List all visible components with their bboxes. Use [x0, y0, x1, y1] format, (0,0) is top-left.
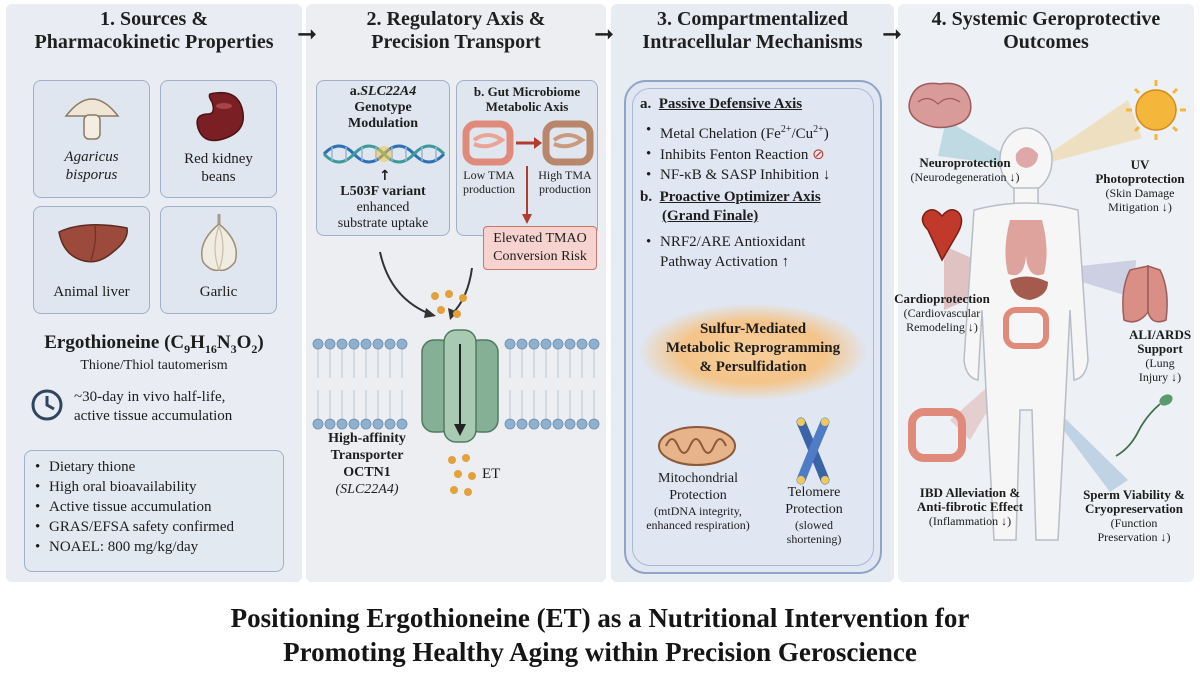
panel-3-title: 3. Compartmentalized Intracellular Mecha… [642, 8, 863, 53]
prohibited-icon: ⊘ [812, 145, 825, 163]
figure-title-line1: Positioning Ergothioneine (ET) as a Nutr… [230, 603, 970, 633]
outcome-neuroprotection: Neuroprotection (Neurodegeneration ↓) [910, 155, 1020, 185]
property-item: NOAEL: 800 mg/kg/day [35, 537, 273, 557]
sulfur-text: Sulfur-Mediated Metabolic Reprogramming … [665, 321, 841, 375]
clock-icon [31, 389, 63, 421]
outcome-cardioprotection: Cardioprotection (Cardiovascular Remodel… [894, 291, 990, 335]
octn1-transporter-icon [421, 329, 499, 443]
figure-title-line2: Promoting Healthy Aging within Precision… [283, 637, 917, 667]
source-label-liver: Animal liver [53, 284, 130, 300]
flow-arrow-icon: ➞ [594, 20, 615, 48]
garlic-icon [201, 214, 237, 272]
sulfur-glow [640, 304, 866, 400]
source-label-garlic: Garlic [199, 284, 238, 300]
fenton-item: Inhibits Fenton Reaction ⊘ [646, 144, 876, 165]
axis-a-list: Metal Chelation (Fe2+/Cu2+) Inhibits Fen… [646, 120, 876, 185]
property-item: Active tissue accumulation [35, 497, 273, 517]
risk-arrow-icon [522, 166, 532, 224]
brain-icon [908, 82, 972, 129]
panel-2-title: 2. Regulatory Axis & Precision Transport [366, 8, 546, 53]
cell-inner-border [632, 88, 874, 566]
et-label: ET [482, 466, 501, 482]
up-arrow-icon: ↑ [379, 168, 391, 184]
outcome-ali-ards: ALI/ARDS Support (Lung Injury ↓) [1128, 327, 1192, 385]
sun-icon [1126, 80, 1186, 140]
metal-chelation-item: Metal Chelation (Fe2+/Cu2+) [646, 120, 876, 144]
compound-formula: Ergothioneine (C9H16N3O2) [44, 332, 264, 356]
gut-comparison-icon [462, 120, 594, 166]
liver-icon [58, 224, 128, 263]
outcome-uv-photoprotection: UV Photoprotection (Skin Damage Mitigati… [1095, 157, 1185, 215]
outcome-ibd: IBD Alleviation & Anti-fibrotic Effect (… [916, 485, 1024, 529]
variant-text: L503F variant enhanced substrate uptake [337, 184, 429, 231]
properties-box: Dietary thione High oral bioavailability… [24, 450, 284, 572]
heart-icon [921, 209, 963, 262]
flow-arrow-icon: ➞ [882, 20, 903, 48]
et-molecules-icon [431, 290, 467, 318]
outcome-sperm: Sperm Viability & Cryopreservation (Func… [1083, 487, 1185, 545]
property-item: GRAS/EFSA safety confirmed [35, 517, 273, 537]
intestine-icon [908, 408, 966, 462]
transporter-label: High-affinity Transporter OCTN1 (SLC22A4… [328, 431, 406, 497]
body-outcomes-figure [908, 80, 1186, 541]
dna-helix-icon [322, 144, 446, 164]
property-item: High oral bioavailability [35, 477, 273, 497]
chromosome-icon [796, 417, 830, 485]
halflife-text: ~30-day in vivo half-life,active tissue … [74, 389, 233, 424]
kidney-bean-icon [196, 91, 244, 142]
axis-a-title: a. Passive Defensive Axis [640, 96, 803, 112]
tautomerism-label: Thione/Thiol tautomerism [80, 358, 228, 373]
genotype-title: a.SLC22A4 Genotype Modulation [347, 84, 418, 131]
sperm-icon [1115, 394, 1173, 457]
property-item: Dietary thione [35, 457, 273, 477]
panel-4-title: 4. Systemic Geroprotective Outcomes [931, 8, 1161, 53]
mitochondria-icon [658, 426, 736, 466]
cell-membrane [312, 338, 600, 430]
flow-arrow-icon: ➞ [297, 20, 318, 48]
nfkb-item: NF-κB & SASP Inhibition ↓ [646, 165, 876, 185]
lungs-icon [1122, 265, 1149, 323]
axis-b-title: b. Proactive Optimizer Axis (Grand Final… [640, 189, 821, 224]
panel-1-title: 1. Sources & Pharmacokinetic Properties [34, 8, 274, 53]
mushroom-icon [64, 98, 120, 140]
et-intracellular-icon [448, 454, 476, 496]
